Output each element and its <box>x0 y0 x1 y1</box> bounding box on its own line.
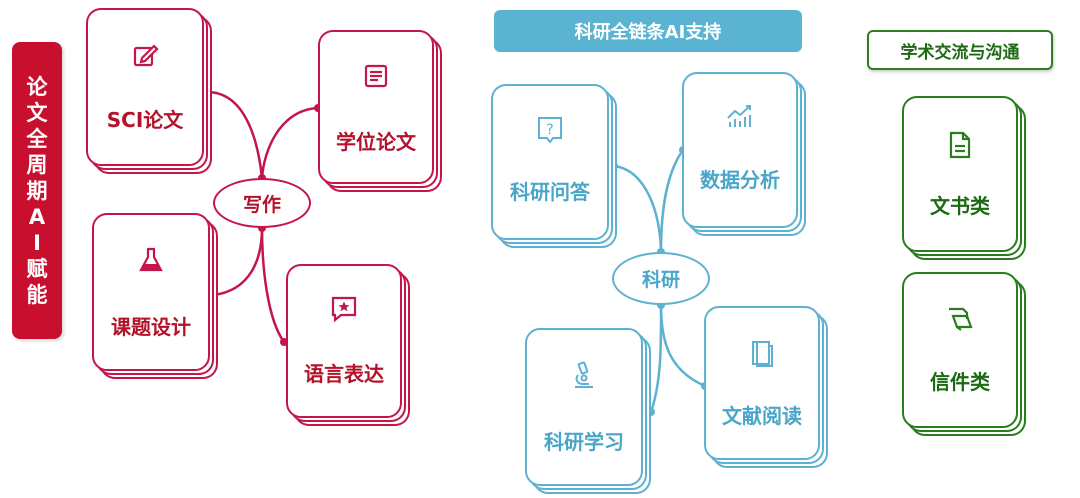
card-label: 课题设计 <box>111 315 191 339</box>
card-label: 文书类 <box>930 194 990 218</box>
connector-sci <box>206 90 264 179</box>
hub-writing[interactable]: 写作 <box>213 178 311 228</box>
card-label: 科研问答 <box>510 180 590 204</box>
research-header: 科研全链条AI支持 <box>494 10 802 52</box>
card-label: 科研学习 <box>544 430 624 454</box>
card-label: 语言表达 <box>304 362 384 386</box>
microscope-icon <box>527 360 641 390</box>
connector-reading <box>659 304 706 388</box>
file-icon <box>904 130 1016 160</box>
left-banner-text: 论文全周期AI赋能 <box>26 74 48 307</box>
connector-study <box>649 304 663 413</box>
card-documents[interactable]: 文书类 <box>902 96 1018 252</box>
card-label: 数据分析 <box>700 168 780 192</box>
card-language[interactable]: 语言表达 <box>286 264 402 418</box>
question-bubble-icon: ? <box>493 114 607 146</box>
card-thesis[interactable]: 学位论文 <box>318 30 434 184</box>
card-label: 信件类 <box>930 370 990 394</box>
connector-language <box>260 227 286 343</box>
connector-data <box>659 149 685 253</box>
card-literature-reading[interactable]: 文献阅读 <box>704 306 820 460</box>
chart-icon <box>684 102 796 130</box>
card-sci-paper[interactable]: SCI论文 <box>86 8 204 166</box>
card-data-analysis[interactable]: 数据分析 <box>682 72 798 228</box>
document-lines-icon <box>320 62 432 90</box>
flask-icon <box>94 245 208 275</box>
connector-qa <box>613 164 663 253</box>
card-label: 学位论文 <box>336 130 416 154</box>
hub-research[interactable]: 科研 <box>612 252 710 305</box>
academic-header: 学术交流与沟通 <box>867 30 1053 70</box>
card-label: SCI论文 <box>106 108 184 132</box>
card-research-qa[interactable]: ? 科研问答 <box>491 84 609 240</box>
star-chat-icon <box>288 294 400 324</box>
svg-text:?: ? <box>546 122 553 138</box>
card-letters[interactable]: 信件类 <box>902 272 1018 428</box>
card-label: 文献阅读 <box>722 404 802 428</box>
left-banner: 论文全周期AI赋能 <box>12 42 62 339</box>
connector-thesis <box>260 106 319 179</box>
card-research-study[interactable]: 科研学习 <box>525 328 643 486</box>
book-icon <box>706 338 818 368</box>
letter-icon <box>904 304 1016 332</box>
connector-topic <box>213 227 264 297</box>
edit-icon <box>88 40 202 70</box>
card-topic-design[interactable]: 课题设计 <box>92 213 210 371</box>
